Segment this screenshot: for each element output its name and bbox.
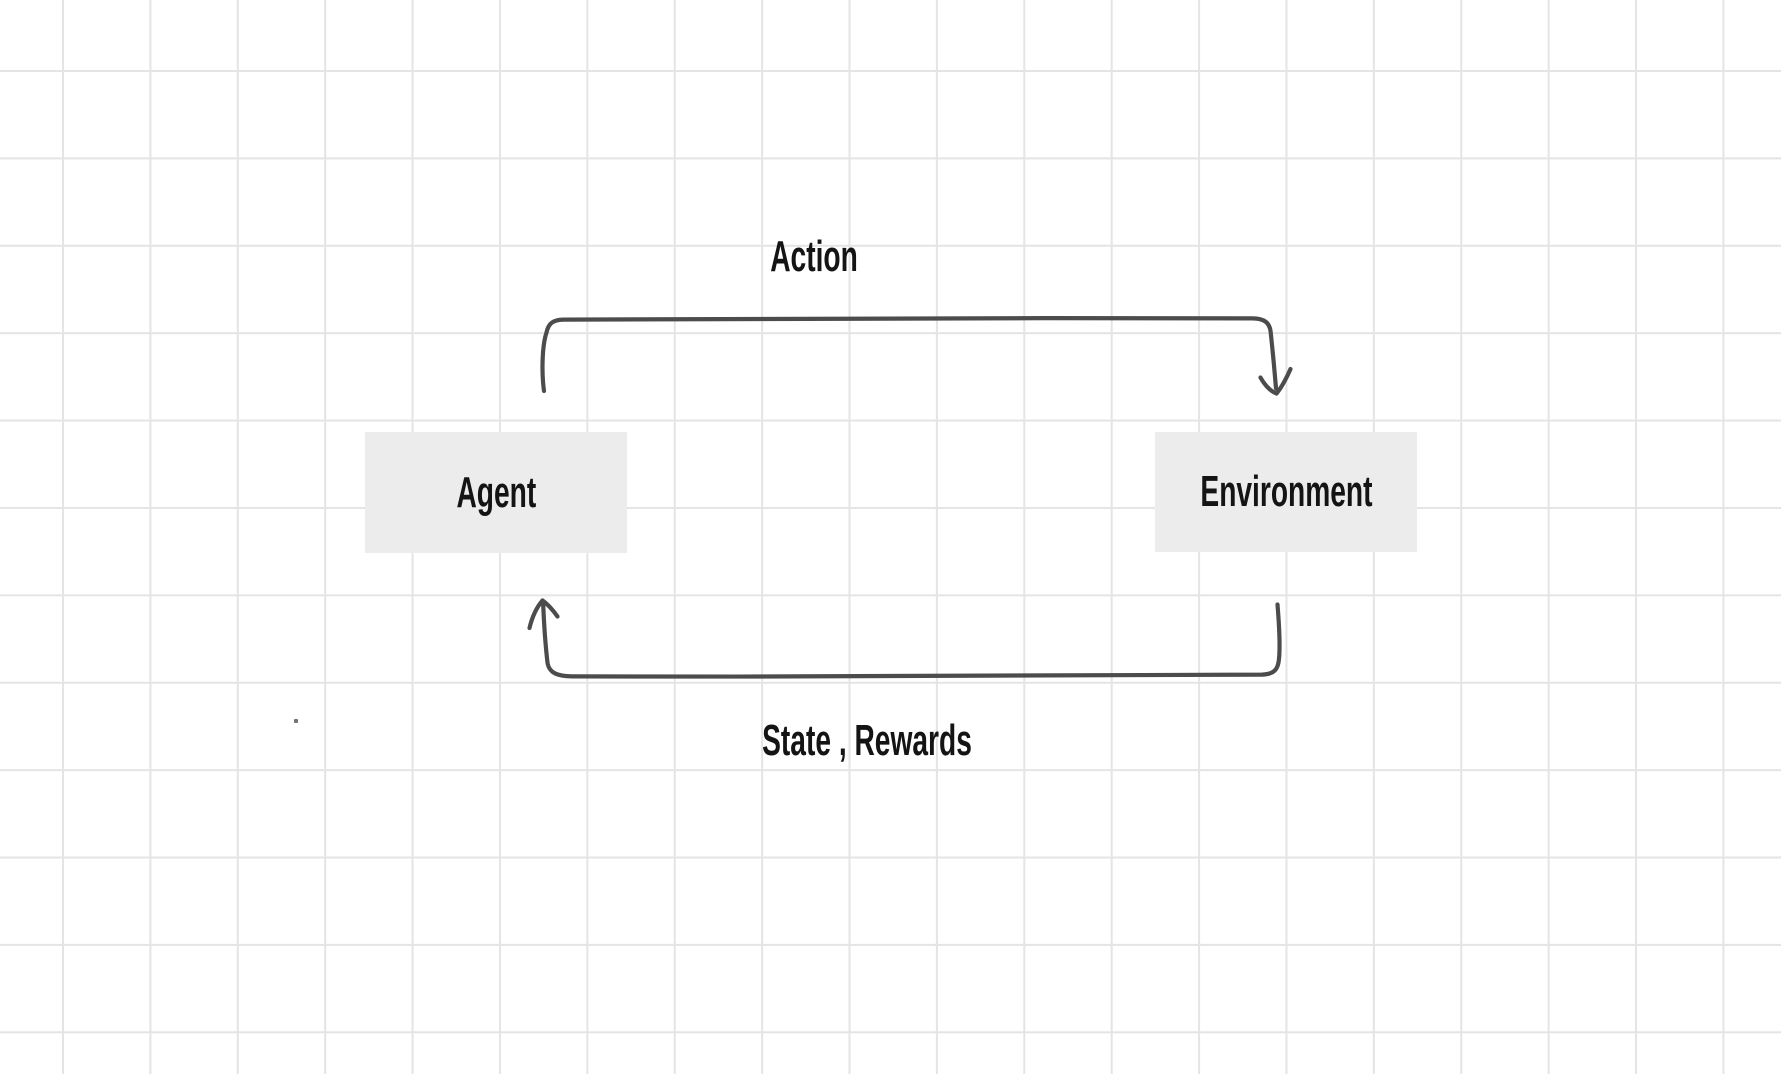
state-rewards-edge-label[interactable]: State , Rewards [703,716,1031,766]
state-rewards-arrowhead-left-wing [527,598,545,631]
state-rewards-arrow[interactable] [527,598,1282,679]
agent-node-label: Agent [456,467,536,517]
state-rewards-arrow-shaft [541,602,1282,679]
action-edge-label-text: Action [770,232,858,281]
stray-ink-dot [294,719,298,723]
environment-node[interactable]: Environment [1155,432,1417,552]
state-rewards-edge-label-text: State , Rewards [762,716,972,765]
action-arrowhead-right-wing [1274,366,1293,396]
action-arrow-shaft [540,316,1279,394]
action-arrowhead-left-wing [1258,375,1279,396]
state-rewards-arrowhead-right-wing [540,598,560,619]
action-arrow[interactable] [540,316,1293,396]
action-edge-label[interactable]: Action [746,232,883,282]
environment-node-label: Environment [1199,467,1373,516]
agent-node[interactable]: Agent [365,432,627,553]
